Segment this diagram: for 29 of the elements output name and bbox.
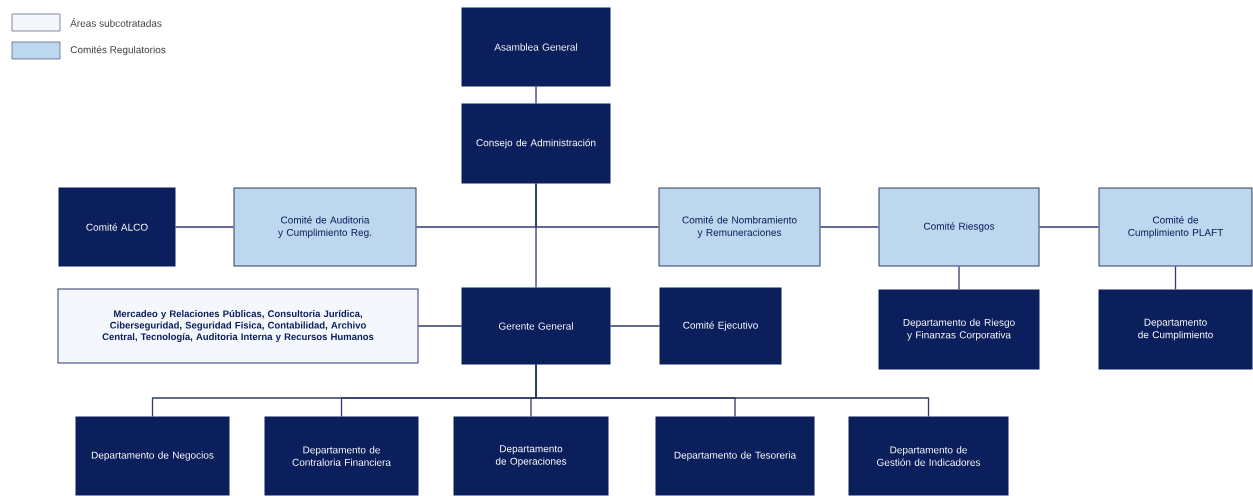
connector-line [958, 265, 960, 291]
connector-line [535, 363, 930, 418]
org-box: Departamento de Riesgo y Finanzas Corporativa [878, 289, 1040, 370]
connector-line [174, 226, 235, 228]
committee-box: Comité Riesgos [878, 187, 1040, 267]
org-box: Comité ALCO [58, 187, 176, 267]
connector-line [609, 325, 661, 327]
committee-box: Comité de Cumplimiento PLAFT [1098, 187, 1253, 267]
org-box: Comité Ejecutivo [659, 287, 782, 365]
connector-line [1174, 265, 1177, 291]
org-box: Departamento de Gestión de Indicadores [848, 416, 1009, 496]
connector-line [535, 85, 537, 105]
org-box: Consejo de Administración [461, 103, 611, 184]
org-box: Departamento de Cumplimiento [1098, 289, 1253, 370]
committee-box: Comité de Nombramiento y Remuneraciones [658, 187, 821, 267]
connector-line [417, 325, 463, 327]
org-box: Gerente General [461, 287, 611, 365]
org-box: Departamento de Tesoreria [655, 416, 815, 496]
org-box: Asamblea General [461, 7, 611, 87]
connector-line [535, 182, 660, 228]
connector-line [1038, 226, 1100, 228]
org-box: Departamento de Operaciones [453, 416, 609, 496]
committee-box: Comité de Auditoria y Cumplimiento Reg. [233, 187, 417, 267]
legend-label: Áreas subcotratadas [70, 18, 162, 27]
connector-line [819, 226, 880, 228]
org-box: Departamento de Negocios [75, 416, 230, 496]
legend-label: Comités Regulatorios [70, 45, 166, 56]
outsourced-area-box: Mercadeo y Relaciones Públicas, Consultoria Jurídica, Ciberseguridad, Seguridad Física, Contabilidad, Archivo Central, Tecnología, Auditoria Interna y Recursos Humanos [57, 288, 419, 364]
org-box: Departamento de Contraloria Financiera [264, 416, 419, 496]
